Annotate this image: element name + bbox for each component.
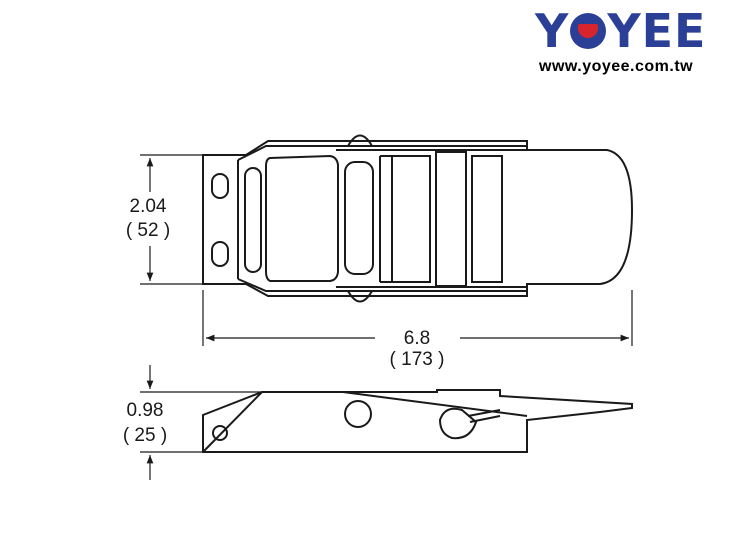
logo-o-emblem	[570, 13, 607, 49]
side-mount-hole	[212, 425, 228, 441]
height-dim-mm: ( 52 )	[126, 220, 170, 241]
length-dim-inch: 6.8	[404, 328, 430, 349]
mount-hole-bottom	[211, 241, 229, 267]
latch-top-view	[202, 134, 634, 303]
side-cam	[438, 407, 478, 440]
inner-frame	[237, 145, 527, 292]
length-dim-mm: ( 173 )	[390, 349, 445, 370]
buckle-strap-2	[435, 151, 467, 287]
buckle-strap-1	[391, 155, 431, 283]
logo-letter-y: Y	[535, 4, 570, 58]
website-url: www.yoyee.com.tw	[539, 58, 694, 75]
base-plate-outline	[202, 140, 634, 297]
mount-hole-top	[211, 173, 229, 199]
latch-side-view	[202, 389, 633, 453]
dimension-lines	[140, 154, 633, 480]
slot-left	[244, 167, 262, 273]
logo-letters-yee: YEE	[607, 4, 707, 58]
side-pivot	[344, 400, 372, 428]
yoyee-logo: Y YEE www.yoyee.com.tw	[535, 4, 740, 82]
logo-wordmark: Y YEE	[535, 4, 706, 58]
side-profile	[202, 389, 633, 453]
slot-middle	[344, 161, 374, 275]
hinge-rivet-top	[347, 134, 373, 147]
thickness-dim-inch: 0.98	[127, 400, 164, 421]
hinge-rivet-bottom	[347, 290, 373, 303]
thickness-dim-mm: ( 25 )	[123, 425, 167, 446]
height-dim-inch: 2.04	[130, 196, 167, 217]
lever-body	[265, 154, 339, 282]
buckle-strap-3	[471, 155, 503, 283]
